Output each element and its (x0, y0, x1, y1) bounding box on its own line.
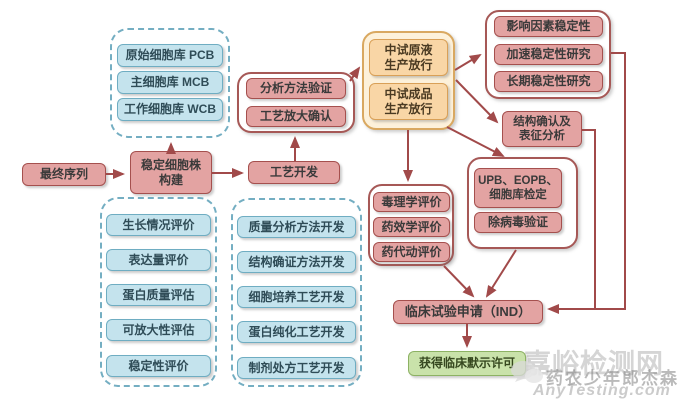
node-pilot-substance-release: 中试原液 生产放行 (369, 39, 448, 76)
node-process-dev: 工艺开发 (248, 161, 340, 184)
watermark-site-name: 嘉峪检测网 (524, 349, 664, 379)
node-scalability-eval: 可放大性评估 (106, 319, 211, 341)
node-stability-eval: 稳定性评价 (106, 355, 211, 377)
node-pharmacodynamics-eval: 药效学评价 (373, 217, 450, 237)
node-purification-dev: 蛋白纯化工艺开发 (237, 321, 356, 343)
node-upb-eopb-testing: UPB、EOPB、 细胞库检定 (474, 168, 562, 208)
node-protein-quality-eval: 蛋白质量评估 (106, 284, 211, 306)
arrow-pilot-to-stability (454, 53, 482, 71)
arrow-structure-to-ind (582, 129, 596, 309)
node-ind-application: 临床试验申请（IND） (393, 300, 543, 324)
node-structure-confirm: 结构确认及 表征分析 (502, 111, 582, 147)
watermark-site-url: AnyTesting.com (533, 382, 671, 399)
node-expression-eval: 表达量评价 (106, 249, 211, 271)
watermark-author: 药农少年郎杰森 (546, 369, 679, 388)
node-pcb: 原始细胞库 PCB (117, 44, 223, 67)
node-formulation-dev: 制剂处方工艺开发 (237, 357, 356, 379)
node-toxicology-eval: 毒理学评价 (373, 192, 450, 212)
node-pilot-product-release: 中试成品 生产放行 (369, 83, 448, 120)
node-final-sequence: 最终序列 (22, 163, 106, 186)
node-analysis-method-validation: 分析方法验证 (246, 78, 346, 99)
node-mcb: 主细胞库 MCB (117, 71, 223, 94)
node-virus-clearance: 除病毒验证 (474, 212, 562, 233)
node-cell-culture-dev: 细胞培养工艺开发 (237, 286, 356, 308)
node-longterm-stability: 长期稳定性研究 (494, 71, 603, 92)
node-structure-method-dev: 结构确证方法开发 (237, 251, 356, 273)
node-growth-eval: 生长情况评价 (106, 214, 211, 236)
node-stress-stability: 影响因素稳定性 (494, 16, 603, 37)
node-clinical-approval: 获得临床默示许可 (408, 351, 526, 376)
node-quality-method-dev: 质量分析方法开发 (237, 216, 356, 238)
node-stable-cell-line: 稳定细胞株 构建 (130, 151, 212, 194)
arrow-pilot-to-upb (446, 126, 505, 157)
arrow-upb-to-ind (485, 249, 517, 298)
node-accelerated-stability: 加速稳定性研究 (494, 44, 603, 65)
node-scaleup-confirmation: 工艺放大确认 (246, 106, 346, 127)
node-wcb: 工作细胞库 WCB (117, 98, 223, 121)
arrow-preclinical-to-ind (443, 265, 475, 298)
node-pharmacokinetics-eval: 药代动评价 (373, 242, 450, 262)
